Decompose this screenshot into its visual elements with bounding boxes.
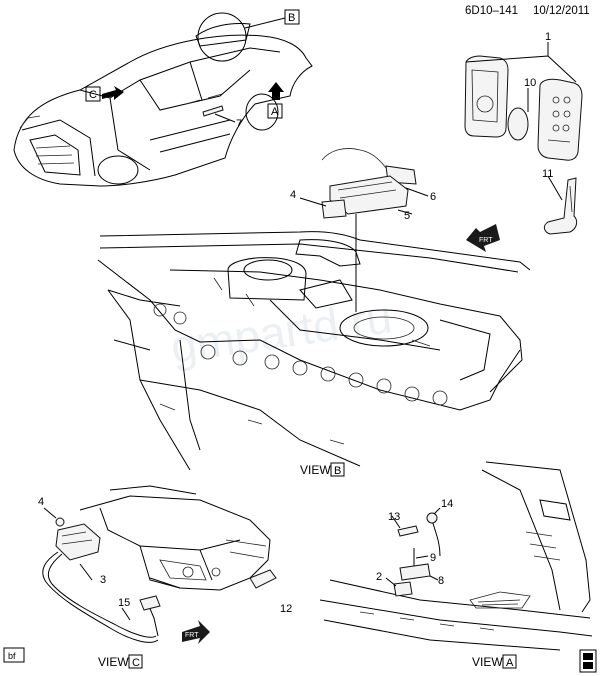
view-c-marker-label: C bbox=[89, 89, 97, 101]
callout-5: 14 bbox=[441, 498, 453, 510]
callout-13: 5 bbox=[404, 210, 410, 222]
corner-tag: bf bbox=[8, 651, 16, 661]
view-b-letter: B bbox=[334, 465, 341, 477]
vehicle-overview bbox=[13, 12, 313, 187]
view-b-structure bbox=[97, 231, 531, 471]
view-c-box bbox=[128, 654, 143, 669]
view-c-arrow-icon bbox=[102, 86, 124, 100]
key-fob-assembly bbox=[464, 42, 583, 235]
callout-4-view-c: 12 bbox=[280, 603, 292, 615]
frt-label-top: FRT bbox=[479, 237, 493, 244]
control-module-assembly bbox=[299, 148, 429, 312]
view-c-marker bbox=[85, 86, 101, 102]
callout-15: 7 bbox=[236, 118, 242, 130]
document-id: 6D10–141 bbox=[465, 5, 518, 17]
callout-4-view-a: 13 bbox=[388, 511, 400, 523]
view-a-arrow-icon bbox=[268, 82, 284, 100]
view-b-box bbox=[330, 462, 345, 477]
callout-11: 4 bbox=[38, 496, 44, 508]
callout-9: 15 bbox=[118, 597, 130, 609]
view-b-word: VIEW bbox=[300, 463, 331, 477]
document-date: 10/12/2011 bbox=[533, 5, 590, 17]
callout-14: 6 bbox=[430, 191, 436, 203]
view-a-word: VIEW bbox=[472, 655, 503, 669]
callout-10: 3 bbox=[100, 574, 106, 586]
front-indicator-bottom: FRT bbox=[182, 620, 210, 644]
callout-12: 4 bbox=[290, 189, 296, 201]
view-a-marker-label: A bbox=[271, 106, 279, 118]
callout-7: 8 bbox=[438, 575, 444, 587]
watermark: gmpartd.ru bbox=[168, 290, 396, 372]
view-a-box bbox=[502, 654, 517, 669]
callout-6: 9 bbox=[430, 552, 436, 564]
frt-label-bottom: FRT bbox=[185, 632, 199, 639]
view-b-marker bbox=[284, 9, 300, 25]
view-a-structure bbox=[319, 461, 593, 651]
view-c-structure bbox=[42, 485, 277, 643]
callout-8: 2 bbox=[376, 571, 382, 583]
view-a-marker bbox=[267, 103, 283, 119]
callout-3: 11 bbox=[542, 168, 553, 180]
corner-tag-box bbox=[3, 647, 25, 663]
front-indicator-top: FRT bbox=[466, 224, 500, 252]
view-a-letter: A bbox=[506, 657, 514, 669]
manual-book-icon bbox=[579, 649, 597, 673]
callout-2: 10 bbox=[524, 77, 536, 89]
view-b-marker-label: B bbox=[288, 12, 295, 24]
callout-1: 1 bbox=[545, 31, 551, 43]
view-c-letter: C bbox=[132, 657, 140, 669]
view-c-word: VIEW bbox=[98, 655, 129, 669]
